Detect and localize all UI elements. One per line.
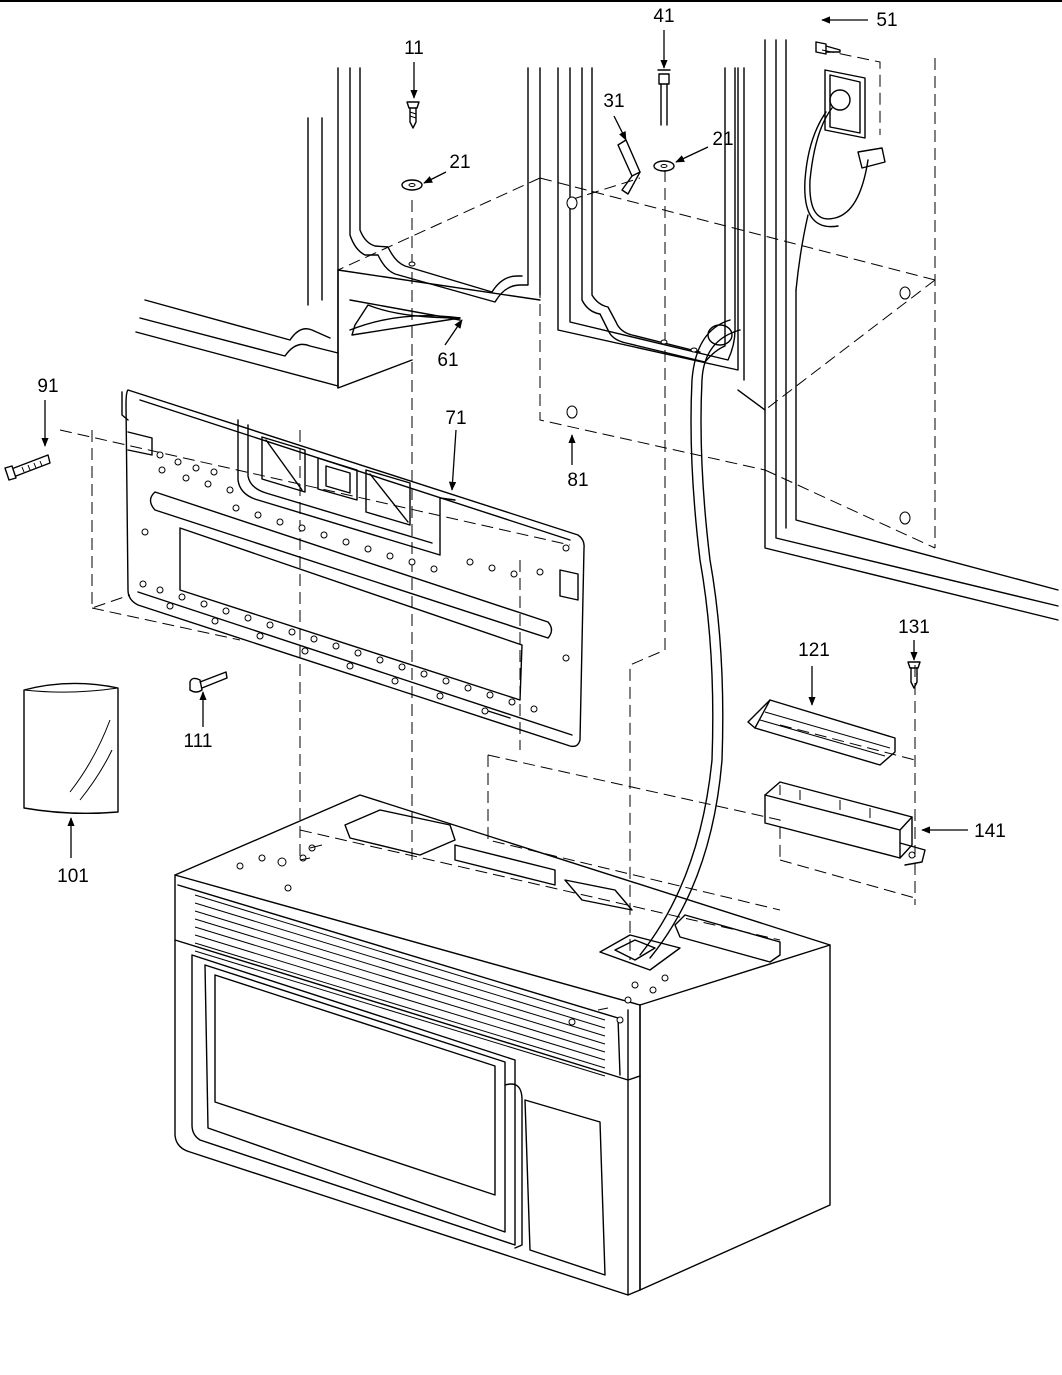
wall-outlet-and-plug — [795, 69, 886, 291]
instruction-pack-101 — [23, 682, 119, 815]
washer-21-left — [401, 179, 423, 191]
callout-71: 71 — [445, 408, 466, 429]
toggle-clip-31 — [617, 139, 641, 195]
top-cabinet-plate-121 — [747, 699, 896, 766]
mounting-outline-dashed — [59, 49, 936, 960]
callout-131: 131 — [898, 617, 930, 638]
callout-11: 11 — [404, 38, 424, 59]
screw-51 — [815, 41, 841, 55]
mounting-plate — [121, 389, 585, 748]
bolt-91 — [4, 454, 51, 481]
callout-31: 31 — [603, 91, 624, 112]
callout-labels: 11 21 31 41 21 51 61 71 81 91 101 111 12… — [37, 6, 1005, 887]
callout-51: 51 — [876, 10, 897, 31]
screw-11 — [406, 101, 420, 129]
microwave-oven — [174, 794, 831, 1296]
callout-91: 91 — [37, 376, 58, 397]
cabinet-holes — [408, 196, 911, 525]
plate-holes — [139, 451, 570, 715]
wall-cabinets — [135, 39, 1059, 621]
callout-121: 121 — [798, 640, 830, 661]
callout-61: 61 — [437, 350, 458, 371]
callout-21-right: 21 — [712, 129, 733, 150]
callout-101: 101 — [57, 866, 89, 887]
screw-111 — [189, 671, 228, 693]
power-cord — [639, 319, 741, 959]
washer-21-right — [653, 160, 675, 172]
callout-141: 141 — [974, 821, 1006, 842]
leader-arrows — [41, 16, 968, 858]
vent-slots — [194, 894, 606, 1077]
callout-111: 111 — [184, 731, 213, 752]
damper-bracket-141 — [764, 781, 926, 866]
callout-21-left: 21 — [449, 152, 470, 173]
screw-131 — [907, 661, 921, 689]
bolt-41 — [657, 69, 671, 126]
template-sheet-61 — [351, 304, 461, 336]
callout-81: 81 — [567, 470, 588, 491]
callout-41: 41 — [653, 6, 674, 27]
